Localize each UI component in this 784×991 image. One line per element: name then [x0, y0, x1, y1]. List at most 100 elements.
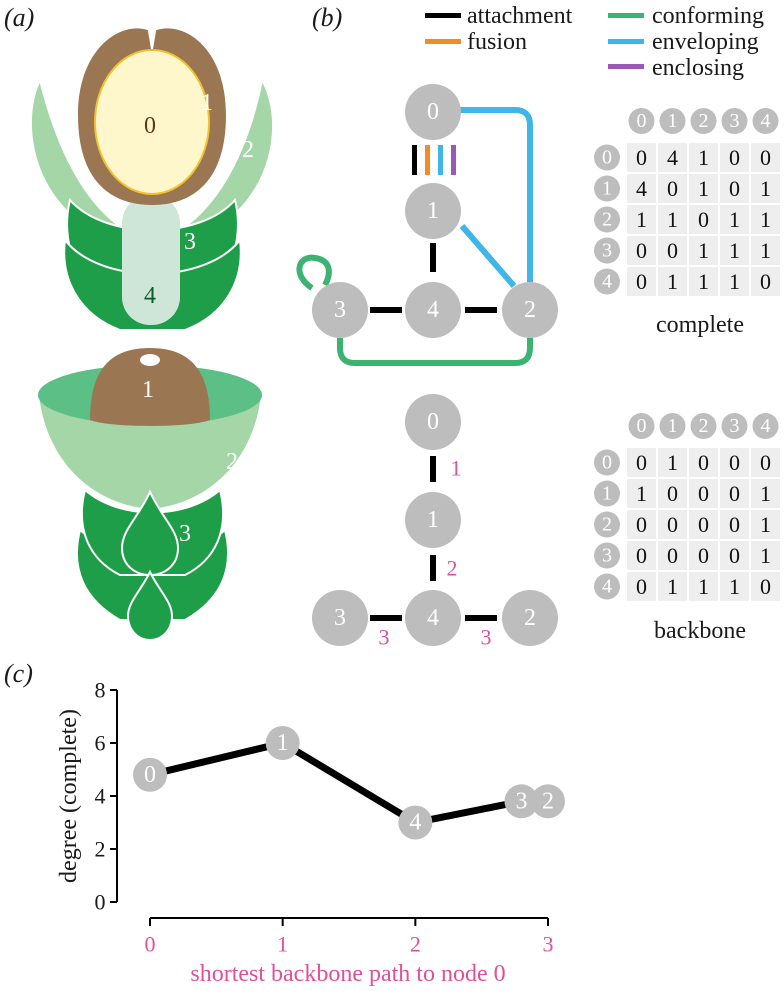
backbone-cell-4-1: 1	[667, 574, 678, 599]
backbone-cell-bg-2-3	[720, 510, 749, 539]
backbone-col-header-0	[628, 413, 655, 439]
droplet-lower	[126, 569, 174, 642]
backbone-cell-2-2: 0	[698, 512, 709, 537]
backbone-cell-1-3: 0	[729, 481, 740, 506]
complete-cell-bg-2-1	[658, 205, 687, 234]
backbone-row-header-1	[594, 480, 620, 507]
backbone-row-header-4	[594, 573, 620, 600]
complete-row-header-label-1: 1	[602, 178, 612, 200]
organ-label-0: 0	[144, 113, 156, 139]
y-tick-label-2: 2	[95, 837, 106, 862]
edge-0-1-enveloping	[438, 145, 443, 175]
complete-col-header-2	[690, 108, 717, 134]
complete-cell-4-2: 1	[698, 269, 709, 294]
backbone-cell-3-0: 0	[636, 543, 647, 568]
complete-row-header-2	[594, 206, 620, 233]
complete-row-header-label-2: 2	[602, 209, 612, 231]
complete-cell-2-3: 1	[729, 207, 740, 232]
complete-cell-4-1: 1	[667, 269, 678, 294]
backbone-cell-3-1: 0	[667, 543, 678, 568]
backbone-path-label-0-1: 1	[451, 456, 462, 481]
backbone-row-header-label-3: 3	[602, 545, 612, 567]
legend-label-attachment: attachment	[467, 3, 573, 29]
backbone-cell-bg-1-0	[627, 479, 656, 508]
chart-x-axis-label: shortest backbone path to node 0	[190, 961, 505, 987]
backbone-cell-0-0: 0	[636, 450, 647, 475]
chart-point-0	[133, 757, 167, 792]
backbone-path-label-1-4: 2	[447, 556, 458, 581]
complete-cell-bg-4-2	[689, 267, 718, 296]
complete-cell-3-1: 0	[667, 238, 678, 263]
backbone-col-header-3	[721, 413, 748, 439]
complete-col-header-0	[628, 108, 655, 134]
complete-node-1: 1	[405, 183, 461, 239]
backbone-graph: 1 2 3 3 0 1 2 3 4	[312, 394, 558, 650]
complete-node-3: 3	[312, 282, 368, 338]
bottom-organ-label-1: 1	[142, 377, 154, 403]
seed-gap	[147, 25, 157, 55]
chart-point-label-3: 3	[515, 788, 527, 814]
backbone-cell-bg-2-4	[751, 510, 780, 539]
complete-cell-1-3: 0	[729, 176, 740, 201]
complete-node-4-label: 4	[427, 297, 439, 323]
seed-core	[94, 49, 210, 195]
complete-cell-3-0: 0	[636, 238, 647, 263]
flower-top-illustration: 0 1 2 3 4	[29, 25, 274, 331]
chart-series-line	[149, 739, 523, 827]
backbone-path-label-4-2: 3	[481, 625, 492, 650]
complete-col-header-4	[752, 108, 779, 134]
backbone-cell-bg-1-2	[689, 479, 718, 508]
complete-node-2: 2	[502, 282, 558, 338]
backbone-cell-bg-0-1	[658, 448, 687, 477]
complete-node-0-label: 0	[427, 99, 439, 125]
backbone-cell-bg-4-4	[751, 572, 780, 601]
legend-label-enclosing: enclosing	[652, 55, 744, 81]
complete-node-4: 4	[405, 282, 461, 338]
complete-cell-0-3: 0	[729, 145, 740, 170]
edge-0-1-fusion	[425, 145, 430, 175]
complete-cell-1-2: 1	[698, 176, 709, 201]
backbone-node-1-label: 1	[427, 507, 439, 533]
legend-label-enveloping: enveloping	[652, 29, 759, 55]
backbone-cell-3-2: 0	[698, 543, 709, 568]
y-tick-label-8: 8	[95, 678, 106, 703]
backbone-cell-bg-3-4	[751, 541, 780, 570]
complete-col-header-label-0: 0	[637, 110, 647, 132]
backbone-cell-bg-4-2	[689, 572, 718, 601]
complete-col-header-3	[721, 108, 748, 134]
chart-point-label-4: 4	[409, 810, 421, 836]
complete-row-header-0	[594, 144, 620, 171]
complete-cell-0-4: 0	[760, 145, 771, 170]
chart-point-label-2: 2	[542, 788, 554, 814]
complete-col-header-label-2: 2	[699, 110, 709, 132]
backbone-cell-bg-0-4	[751, 448, 780, 477]
backbone-row-header-2	[594, 511, 620, 538]
legend-swatch-enclosing	[608, 64, 644, 69]
backbone-col-header-label-1: 1	[668, 415, 678, 437]
legend: attachment fusion conforming enveloping …	[425, 3, 764, 81]
y-tick-label-6: 6	[95, 731, 106, 756]
complete-col-header-1	[659, 108, 686, 134]
complete-col-header-label-1: 1	[668, 110, 678, 132]
complete-cell-bg-0-2	[689, 143, 718, 172]
backbone-cell-bg-1-1	[658, 479, 687, 508]
complete-cell-bg-3-4	[751, 236, 780, 265]
backbone-cell-4-2: 1	[698, 574, 709, 599]
backbone-col-header-label-0: 0	[637, 415, 647, 437]
backbone-cell-bg-3-2	[689, 541, 718, 570]
backbone-cell-1-1: 0	[667, 481, 678, 506]
backbone-row-header-label-2: 2	[602, 514, 612, 536]
complete-cell-bg-4-0	[627, 267, 656, 296]
backbone-row-header-label-4: 4	[602, 576, 612, 598]
backbone-node-2-label: 2	[524, 605, 536, 631]
panel-label-b: (b)	[312, 3, 342, 32]
backbone-node-3-label: 3	[334, 605, 346, 631]
complete-cell-1-1: 0	[667, 176, 678, 201]
backbone-cell-bg-0-0	[627, 448, 656, 477]
complete-cell-0-1: 4	[667, 145, 678, 170]
complete-cell-4-3: 1	[729, 269, 740, 294]
edge-0-1-enclosing	[451, 145, 456, 175]
y-tick-label-4: 4	[95, 784, 106, 809]
backbone-cell-1-2: 0	[698, 481, 709, 506]
backbone-cell-1-0: 1	[636, 481, 647, 506]
